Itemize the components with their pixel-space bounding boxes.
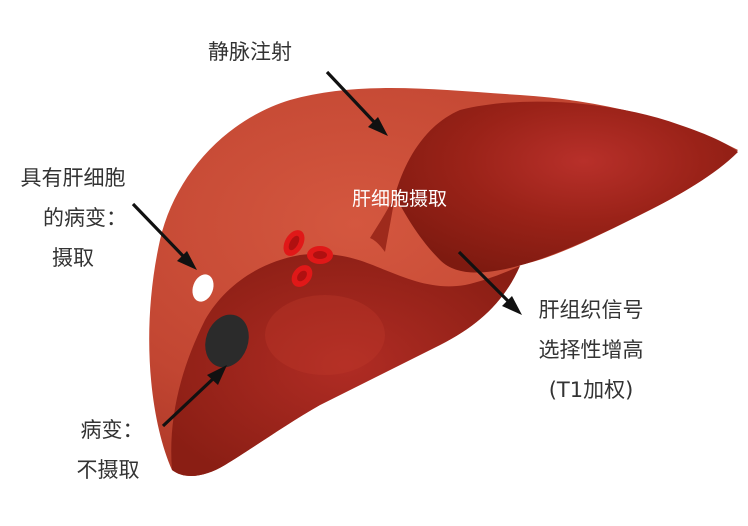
liver-fold <box>370 195 395 252</box>
label-line: 选择性增高 <box>538 338 644 362</box>
blood-cell <box>313 251 327 259</box>
uptake-lesion <box>192 274 214 302</box>
blood-cell <box>288 235 300 251</box>
label-line: 肝组织信号 <box>538 298 644 322</box>
label-t1-signal: 肝组织信号 选择性增高 (T1加权) <box>527 290 655 410</box>
label-iv-injection: 静脉注射 <box>208 40 292 64</box>
label-line: (T1加权) <box>548 378 634 402</box>
arrow-uptake-lesion <box>131 202 197 270</box>
arrow-iv-injection <box>325 70 388 136</box>
arrow-nonuptake-lesion <box>161 365 227 428</box>
blood-cells <box>283 230 333 287</box>
liver-lower-shadow <box>171 253 521 477</box>
label-line: 具有肝细胞 <box>20 166 126 190</box>
liver-right-lobe <box>395 101 738 273</box>
liver-highlight <box>265 295 385 375</box>
label-lesion-no-uptake: 病变： 不摄取 <box>58 410 158 490</box>
nonuptake-lesion <box>205 314 249 368</box>
label-line: 摄取 <box>52 246 94 270</box>
label-line: 的病变： <box>43 206 127 230</box>
label-hepatocyte-uptake: 肝细胞摄取 <box>352 188 448 210</box>
label-line: 不摄取 <box>76 458 140 482</box>
arrow-t1-signal <box>457 250 522 315</box>
label-lesion-with-hepatocytes: 具有肝细胞 的病变： 摄取 <box>8 158 138 278</box>
label-line: 病变： <box>80 418 144 442</box>
blood-cell <box>297 270 307 282</box>
